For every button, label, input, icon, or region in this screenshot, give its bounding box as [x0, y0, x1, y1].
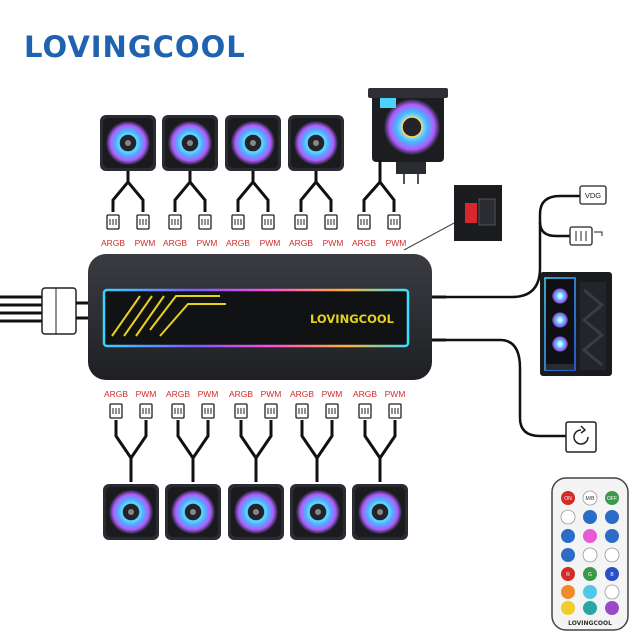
bottom-cables [114, 420, 397, 482]
pwm-label: PWM [323, 238, 344, 248]
argb-label: ARGB [163, 238, 187, 248]
fan-icon [351, 483, 409, 541]
remote-icon: ON M/B OFF R G B LOVINGCOOL [551, 477, 629, 631]
pc-case-icon [540, 272, 612, 376]
remote-logo: LOVINGCOOL [568, 620, 612, 627]
pwm-label: PWM [198, 389, 219, 399]
pwm-label: PWM [197, 238, 218, 248]
fan-icon [161, 114, 219, 172]
reset-button-icon [565, 421, 597, 453]
argb-label: ARGB [229, 389, 253, 399]
top-connectors [106, 214, 401, 230]
remote-on-label: ON [564, 496, 572, 502]
argb-label: ARGB [166, 389, 190, 399]
pwm-label: PWM [386, 238, 407, 248]
argb-label: ARGB [353, 389, 377, 399]
pwm-label: PWM [261, 389, 282, 399]
argb-label: ARGB [101, 238, 125, 248]
hub-port-detail [403, 185, 502, 251]
remote-b-label: B [610, 572, 614, 578]
top-cables [111, 160, 396, 212]
argb-label: ARGB [290, 389, 314, 399]
top-labels: ARGB PWM ARGB PWM ARGB PWM ARGB PWM ARGB… [101, 238, 406, 248]
bottom-labels: ARGB PWM ARGB PWM ARGB PWM ARGB PWM ARGB… [104, 389, 405, 399]
pwm-label: PWM [136, 389, 157, 399]
power-connector-icon [0, 287, 90, 335]
top-fans [99, 114, 345, 172]
bottom-fans [102, 483, 409, 541]
bottom-connectors [109, 403, 402, 419]
argb-label: ARGB [352, 238, 376, 248]
argb-label: ARGB [104, 389, 128, 399]
right-cables [446, 194, 580, 438]
pwm-label: PWM [385, 389, 406, 399]
vdg-label: VDG [585, 191, 601, 200]
pwm-label: PWM [322, 389, 343, 399]
vdg-connector: VDG [569, 185, 607, 246]
remote-off-label: OFF [607, 496, 617, 502]
remote-g-label: G [588, 572, 592, 578]
fan-icon [99, 114, 157, 172]
brand-logo: LOVINGCOOL [24, 30, 246, 64]
remote-r-label: R [566, 572, 570, 578]
fan-icon [289, 483, 347, 541]
hub-controller: LOVINGCOOL [88, 254, 446, 380]
fan-icon [227, 483, 285, 541]
fan-icon [164, 483, 222, 541]
fan-icon [287, 114, 345, 172]
argb-label: ARGB [226, 238, 250, 248]
argb-label: ARGB [289, 238, 313, 248]
pwm-label: PWM [260, 238, 281, 248]
fan-icon [102, 483, 160, 541]
pwm-label: PWM [135, 238, 156, 248]
hub-logo: LOVINGCOOL [310, 312, 395, 326]
fan-icon [224, 114, 282, 172]
cpu-cooler-icon [368, 88, 448, 184]
remote-mb-label: M/B [586, 496, 596, 502]
